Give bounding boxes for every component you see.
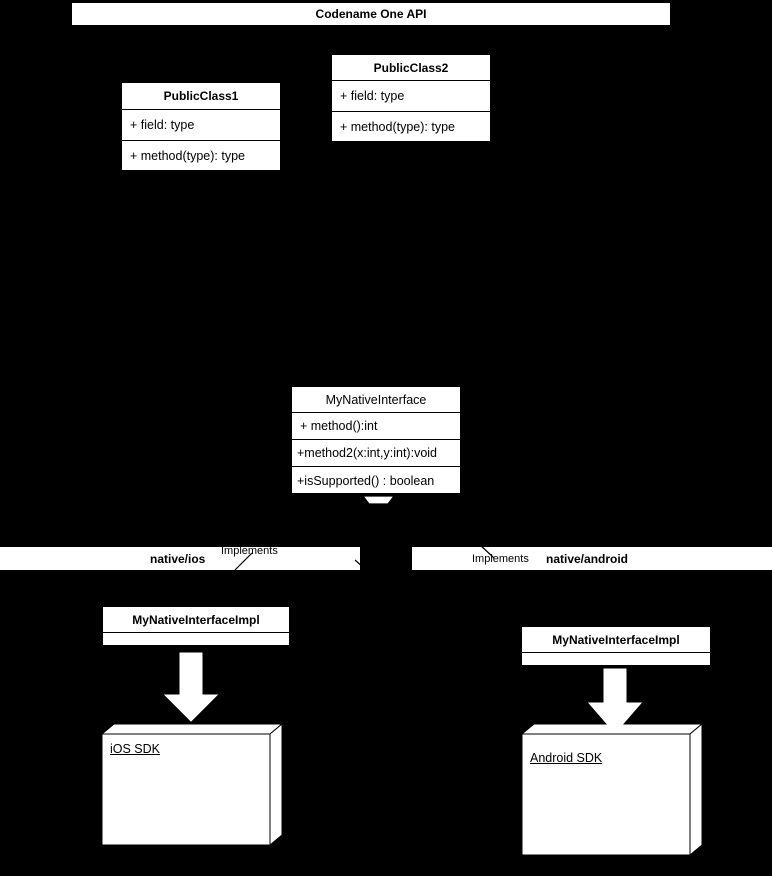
- my-native-interface-impl-android-members: [522, 653, 710, 666]
- implements-label-android: Implements: [472, 553, 529, 565]
- ios-sdk-node-front-face: [101, 733, 271, 846]
- android-sdk-node-label: Android SDK: [530, 751, 603, 765]
- public-class-2-method: + method(type): type: [340, 120, 455, 134]
- ios-sdk-node: iOS SDK: [101, 723, 283, 847]
- my-native-interface-impl-ios-title: MyNativeInterfaceImpl: [103, 607, 289, 633]
- native-android-package-label: native/android: [546, 552, 629, 566]
- native-ios-package-label: native/ios: [150, 552, 206, 566]
- my-native-interface-impl-ios-box: MyNativeInterfaceImpl: [102, 606, 290, 646]
- android-sdk-node: Android SDK: [521, 723, 703, 857]
- public-class-1-field: + field: type: [122, 110, 280, 141]
- ios-sdk-node-side-face: [269, 723, 283, 847]
- public-class-2-title: PublicClass2: [332, 55, 490, 81]
- android-sdk-node-side-face: [689, 723, 703, 857]
- my-native-interface-title: MyNativeInterface: [292, 387, 460, 413]
- my-native-interface-method-2: +method2(x:int,y:int):void: [292, 440, 460, 467]
- public-class-1-title: PublicClass1: [122, 83, 280, 110]
- public-class-2-box: PublicClass2 + field: type + method(type…: [331, 54, 491, 142]
- public-class-1-box: PublicClass1 + field: type + method(type…: [121, 82, 281, 171]
- implements-label-ios: Implements: [221, 545, 278, 557]
- codename-one-api-banner: Codename One API: [71, 2, 671, 26]
- native-android-package-band: [411, 546, 772, 571]
- my-native-interface-impl-android-title: MyNativeInterfaceImpl: [522, 627, 710, 653]
- public-class-2-field: + field: type: [332, 81, 490, 112]
- android-sdk-node-front-face: [521, 733, 691, 856]
- my-native-interface-box: MyNativeInterface + method():int +method…: [291, 386, 461, 494]
- my-native-interface-method-1: + method():int: [292, 413, 460, 440]
- realization-arrowhead-icon: [361, 495, 396, 505]
- android-sdk-node-top-face: [521, 723, 703, 735]
- my-native-interface-method-3: +isSupported() : boolean: [297, 473, 435, 488]
- codename-one-api-banner-label: Codename One API: [315, 7, 427, 21]
- public-class-1-method: + method(type): type: [130, 149, 245, 163]
- my-native-interface-impl-android-box: MyNativeInterfaceImpl: [521, 626, 711, 666]
- ios-sdk-node-top-face: [101, 723, 283, 735]
- my-native-interface-impl-ios-members: [103, 633, 289, 646]
- dependency-arrow-ios-icon: [163, 652, 219, 722]
- native-ios-package-band: [0, 546, 361, 571]
- ios-sdk-node-label: iOS SDK: [110, 742, 161, 756]
